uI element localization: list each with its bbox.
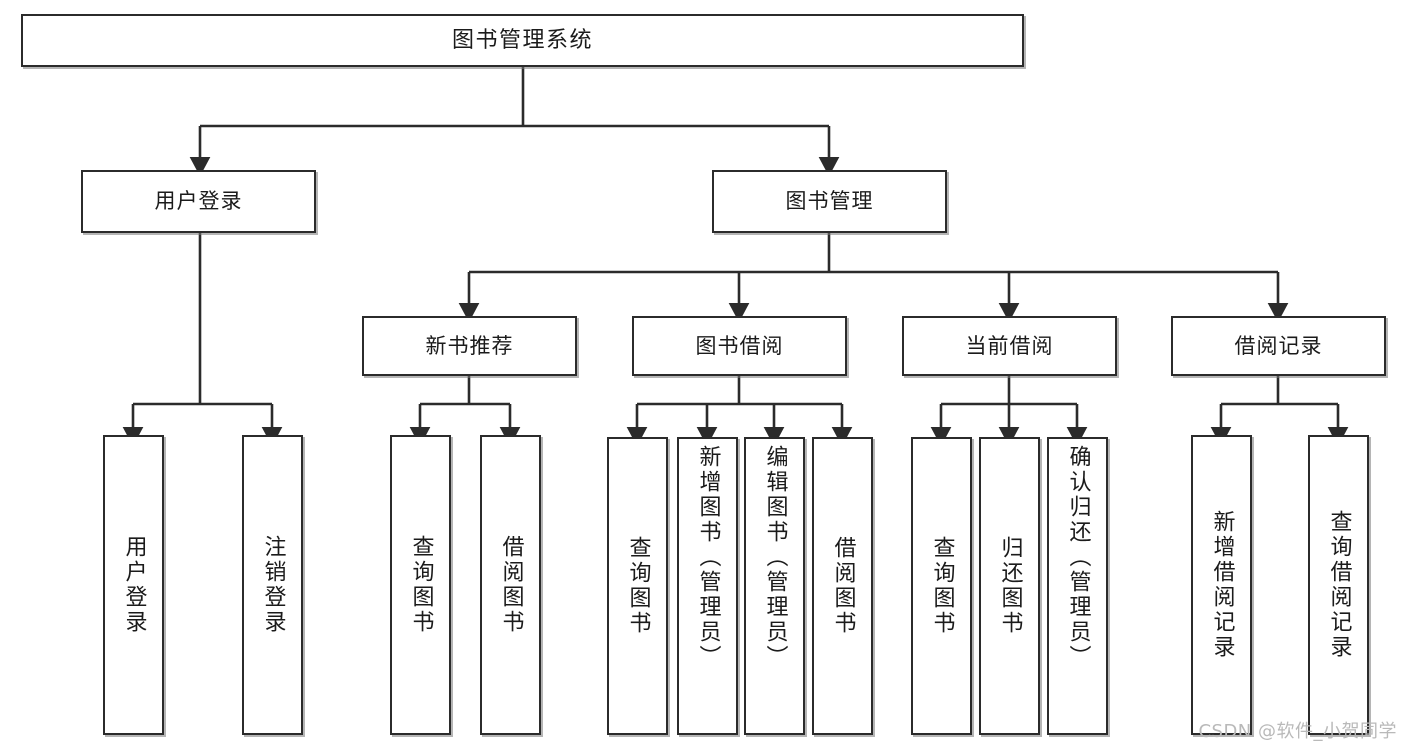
- node-book-manage-label: 图书管理: [785, 189, 874, 214]
- node-leaf-query-record-label: 查询借阅记录: [1326, 510, 1352, 660]
- node-leaf-logout-label: 注销登录: [260, 535, 286, 635]
- node-new-book-rec[interactable]: 新书推荐: [362, 316, 577, 376]
- node-current-borrow[interactable]: 当前借阅: [902, 316, 1117, 376]
- node-leaf-edit-book[interactable]: 编辑图书（管理员）: [744, 437, 805, 735]
- node-leaf-query-book-3-label: 查询图书: [929, 536, 955, 636]
- node-leaf-borrow-book-2[interactable]: 借阅图书: [812, 437, 873, 735]
- node-new-book-rec-label: 新书推荐: [425, 333, 514, 358]
- node-leaf-query-book-3[interactable]: 查询图书: [911, 437, 972, 735]
- node-leaf-borrow-book-1-label: 借阅图书: [498, 535, 524, 635]
- node-leaf-query-book-2[interactable]: 查询图书: [607, 437, 668, 735]
- node-book-manage[interactable]: 图书管理: [712, 170, 947, 233]
- node-book-borrow-label: 图书借阅: [695, 333, 784, 358]
- node-user-login-label: 用户登录: [154, 189, 243, 214]
- node-leaf-edit-book-label: 编辑图书（管理员）: [762, 445, 788, 670]
- node-leaf-confirm-return-label: 确认归还（管理员）: [1065, 445, 1091, 670]
- node-user-login[interactable]: 用户登录: [81, 170, 316, 233]
- node-leaf-borrow-book-1[interactable]: 借阅图书: [480, 435, 541, 735]
- node-leaf-add-record-label: 新增借阅记录: [1209, 510, 1235, 660]
- node-leaf-add-book[interactable]: 新增图书（管理员）: [677, 437, 738, 735]
- node-leaf-return-book[interactable]: 归还图书: [979, 437, 1040, 735]
- csdn-watermark: CSDN @软件_小贺同学: [1198, 721, 1397, 742]
- node-borrow-record[interactable]: 借阅记录: [1171, 316, 1386, 376]
- node-root-label: 图书管理系统: [451, 27, 593, 53]
- node-root[interactable]: 图书管理系统: [21, 14, 1024, 67]
- node-leaf-logout[interactable]: 注销登录: [242, 435, 303, 735]
- node-leaf-confirm-return[interactable]: 确认归还（管理员）: [1047, 437, 1108, 735]
- node-leaf-query-record[interactable]: 查询借阅记录: [1308, 435, 1369, 735]
- node-leaf-query-book-1-label: 查询图书: [408, 535, 434, 635]
- node-leaf-add-book-label: 新增图书（管理员）: [695, 445, 721, 670]
- node-leaf-user-login[interactable]: 用户登录: [103, 435, 164, 735]
- node-leaf-query-book-2-label: 查询图书: [625, 536, 651, 636]
- node-current-borrow-label: 当前借阅: [965, 333, 1054, 358]
- node-leaf-borrow-book-2-label: 借阅图书: [830, 536, 856, 636]
- node-borrow-record-label: 借阅记录: [1234, 333, 1323, 358]
- node-leaf-add-record[interactable]: 新增借阅记录: [1191, 435, 1252, 735]
- node-book-borrow[interactable]: 图书借阅: [632, 316, 847, 376]
- node-leaf-return-book-label: 归还图书: [997, 536, 1023, 636]
- node-leaf-user-login-label: 用户登录: [121, 535, 147, 635]
- node-leaf-query-book-1[interactable]: 查询图书: [390, 435, 451, 735]
